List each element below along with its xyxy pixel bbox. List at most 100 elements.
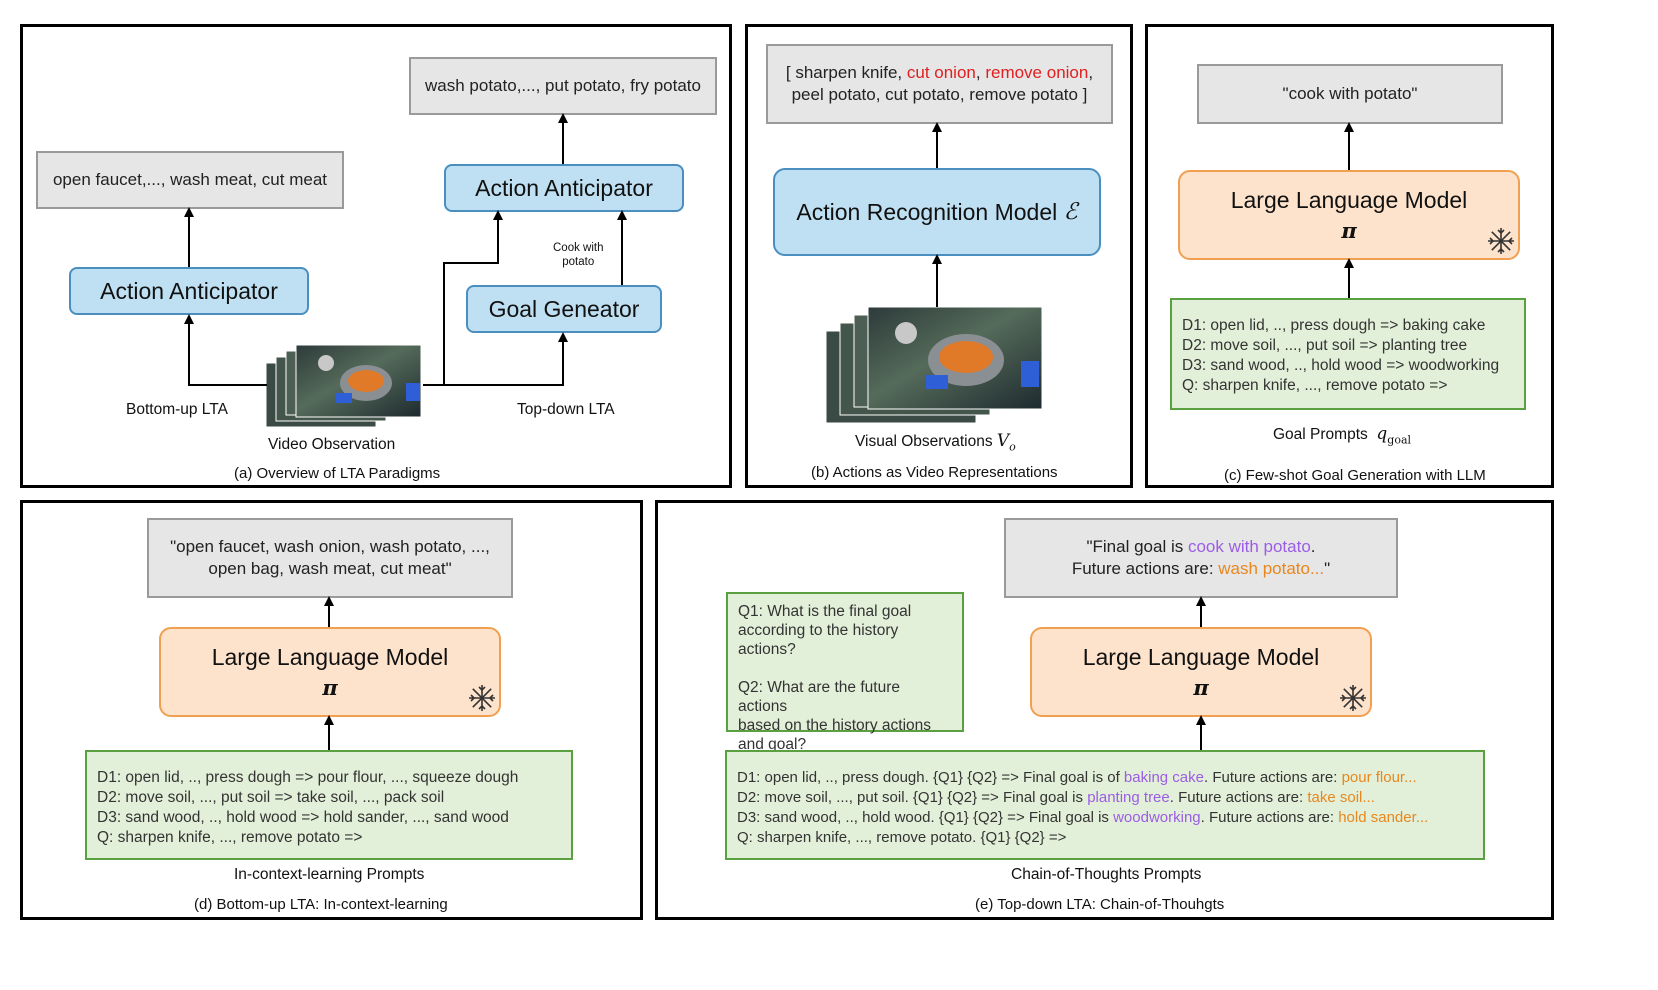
panel-c-caption: (c) Few-shot Goal Generation with LLM [1224, 467, 1486, 484]
action-cut-onion: cut onion [906, 63, 976, 82]
action-remove-onion: remove onion [985, 63, 1089, 82]
cot-prompt-actions: pour flour... [1341, 769, 1417, 786]
cot-prompt-goal: woodworking [1113, 809, 1201, 826]
goal-prompt-line: D2: move soil, ..., put soil => planting… [1182, 337, 1468, 354]
cot-output-quote: " [1324, 559, 1331, 578]
goal-prompts-label: Goal Prompts qgoal [1273, 424, 1411, 446]
cot-question-line: and goal? [738, 736, 807, 753]
cot-prompt-actions: hold sander... [1338, 809, 1429, 826]
llm-label-e: Large Language Model [1082, 644, 1320, 670]
actions-prefix: [ sharpen knife, [785, 63, 907, 82]
cot-output-line1: "Final goal is cook with potato. [1086, 536, 1315, 558]
goal-generator-output-label: Cook with potato [553, 241, 604, 269]
cot-prompt-mid: . Future actions are: [1203, 769, 1342, 786]
actions-suffix: , [1088, 63, 1094, 82]
action-recognition-model-box: Action Recognition Model ℰ [773, 168, 1101, 256]
panel-e-caption: (e) Top-down LTA: Chain-of-Thouhgts [975, 896, 1225, 913]
cot-question-line: Q1: What is the final goal [738, 603, 912, 620]
obs-symbol: Vo [996, 431, 1016, 454]
cot-output-actions: wash potato... [1218, 559, 1325, 578]
llm-box-e: Large Language Model π [1030, 627, 1372, 717]
llm-label-c: Large Language Model [1230, 187, 1468, 213]
panel-a-arrows [184, 113, 627, 386]
icl-prompts-box: D1: open lid, .., press dough => pour fl… [85, 750, 573, 860]
cot-output-future-prefix: Future actions are: [1071, 559, 1219, 578]
panel-b-video-frames [826, 306, 1043, 424]
goal-prompts-text: Goal Prompts [1273, 426, 1368, 443]
panel-c-arrows [1344, 122, 1354, 298]
actions-separator: , [975, 63, 986, 82]
cot-prompt-text: Q: sharpen knife, ..., remove potato. {Q… [737, 829, 1067, 846]
icl-prompt-line: D3: sand wood, .., hold wood => hold san… [97, 809, 509, 826]
cot-question-line: Q2: What are the future actions [738, 679, 900, 715]
recognized-actions-box: [ sharpen knife, cut onion, remove onion… [766, 44, 1113, 124]
goal-output-text: "cook with potato" [1282, 84, 1418, 103]
cot-prompts-box: D1: open lid, .., press dough. {Q1} {Q2}… [725, 750, 1485, 860]
model-symbol: ℰ [1063, 199, 1078, 225]
obs-symbol-v: V [996, 431, 1010, 451]
action-recognition-model-label: Action Recognition Model [796, 198, 1058, 225]
cot-prompt-mid: . Future actions are: [1200, 809, 1339, 826]
llm-symbol-e: π [1193, 675, 1209, 700]
panel-b-arrows [932, 122, 942, 307]
prompt-symbol: qgoal [1376, 424, 1411, 446]
icl-prompt-line: D1: open lid, .., press dough => pour fl… [97, 769, 519, 786]
panel-chain-of-thoughts: "Final goal is cook with potato. Future … [655, 500, 1554, 920]
cot-prompt-text: D2: move soil, ..., put soil. {Q1} {Q2} … [737, 789, 1088, 806]
cot-output-line2: Future actions are: wash potato..." [1072, 558, 1330, 580]
cot-output-goal: cook with potato [1187, 537, 1311, 556]
panel-d-caption: (d) Bottom-up LTA: In-context-learning [194, 896, 448, 913]
goal-generator-label: Goal Geneator [488, 295, 640, 322]
icl-prompt-line: D2: move soil, ..., put soil => take soi… [97, 789, 445, 806]
panel-few-shot-goal: "cook with potato" Large Language Model … [1145, 24, 1554, 488]
prompt-symbol-q: q [1376, 424, 1388, 444]
action-anticipator-right: Action Anticipator [444, 164, 684, 212]
cot-output-prefix: "Final goal is [1086, 537, 1188, 556]
cot-prompt-line: D3: sand wood, .., hold wood. {Q1} {Q2} … [737, 808, 1473, 828]
top-down-label: Top-down LTA [517, 401, 615, 418]
cot-prompt-line: D1: open lid, .., press dough. {Q1} {Q2}… [737, 768, 1473, 788]
icl-output-line2: open bag, wash meat, cut meat" [208, 559, 452, 578]
icl-output-line1: "open faucet, wash onion, wash potato, .… [170, 537, 490, 556]
panel-in-context-learning: "open faucet, wash onion, wash potato, .… [20, 500, 643, 920]
llm-label-d: Large Language Model [211, 644, 449, 670]
goal-label-line2: potato [562, 256, 595, 268]
panel-actions-as-video: [ sharpen knife, cut onion, remove onion… [745, 24, 1133, 488]
cot-prompt-line: Q: sharpen knife, ..., remove potato. {Q… [737, 828, 1473, 848]
goal-label-line1: Cook with [553, 242, 604, 254]
cot-output-box: "Final goal is cook with potato. Future … [1004, 518, 1398, 598]
cot-question-line: based on the history actions [738, 717, 932, 734]
goal-prompt-line: D3: sand wood, .., hold wood => woodwork… [1182, 357, 1500, 374]
goal-prompts-box: D1: open lid, .., press dough => baking … [1170, 298, 1526, 410]
top-down-output-text: wash potato,..., put potato, fry potato [425, 76, 701, 95]
goal-prompt-line: Q: sharpen knife, ..., remove potato => [1182, 377, 1448, 394]
llm-box-c: Large Language Model π [1178, 170, 1520, 260]
cot-questions-box: Q1: What is the final goal according to … [726, 592, 964, 753]
video-observation-label: Video Observation [268, 436, 396, 453]
goal-prompt-line: D1: open lid, .., press dough => baking … [1182, 317, 1486, 334]
cot-prompt-goal: baking cake [1123, 769, 1204, 786]
cot-prompt-goal: planting tree [1087, 789, 1170, 806]
panel-lta-paradigms: open faucet,..., wash meat, cut meat was… [20, 24, 732, 488]
obs-symbol-sub: o [1009, 440, 1016, 454]
cot-prompt-actions: take soil... [1307, 789, 1375, 806]
goal-output-box: "cook with potato" [1197, 64, 1503, 124]
panel-d-arrows [324, 596, 334, 750]
action-anticipator-left-label: Action Anticipator [100, 277, 278, 304]
cot-prompt-text: D3: sand wood, .., hold wood. {Q1} {Q2} … [737, 809, 1114, 826]
panel-a-video-frames [266, 344, 422, 428]
cot-question-line: according to the history actions? [738, 622, 899, 658]
visual-observations-label: Visual Observations Vo [855, 431, 1016, 453]
panel-e-arrows [1196, 596, 1206, 750]
cot-prompt-line: D2: move soil, ..., put soil. {Q1} {Q2} … [737, 788, 1473, 808]
bottom-up-output-box: open faucet,..., wash meat, cut meat [36, 151, 344, 209]
panel-b-caption: (b) Actions as Video Representations [811, 464, 1058, 481]
action-anticipator-left: Action Anticipator [69, 267, 309, 315]
visual-observations-text: Visual Observations [855, 433, 993, 450]
panel-a-caption: (a) Overview of LTA Paradigms [234, 465, 441, 482]
icl-prompts-label: In-context-learning Prompts [234, 866, 425, 883]
cot-output-period: . [1310, 537, 1316, 556]
llm-symbol-c: π [1341, 218, 1357, 243]
recognized-actions-line1: [ sharpen knife, cut onion, remove onion… [786, 62, 1093, 84]
bottom-up-label: Bottom-up LTA [126, 401, 228, 418]
